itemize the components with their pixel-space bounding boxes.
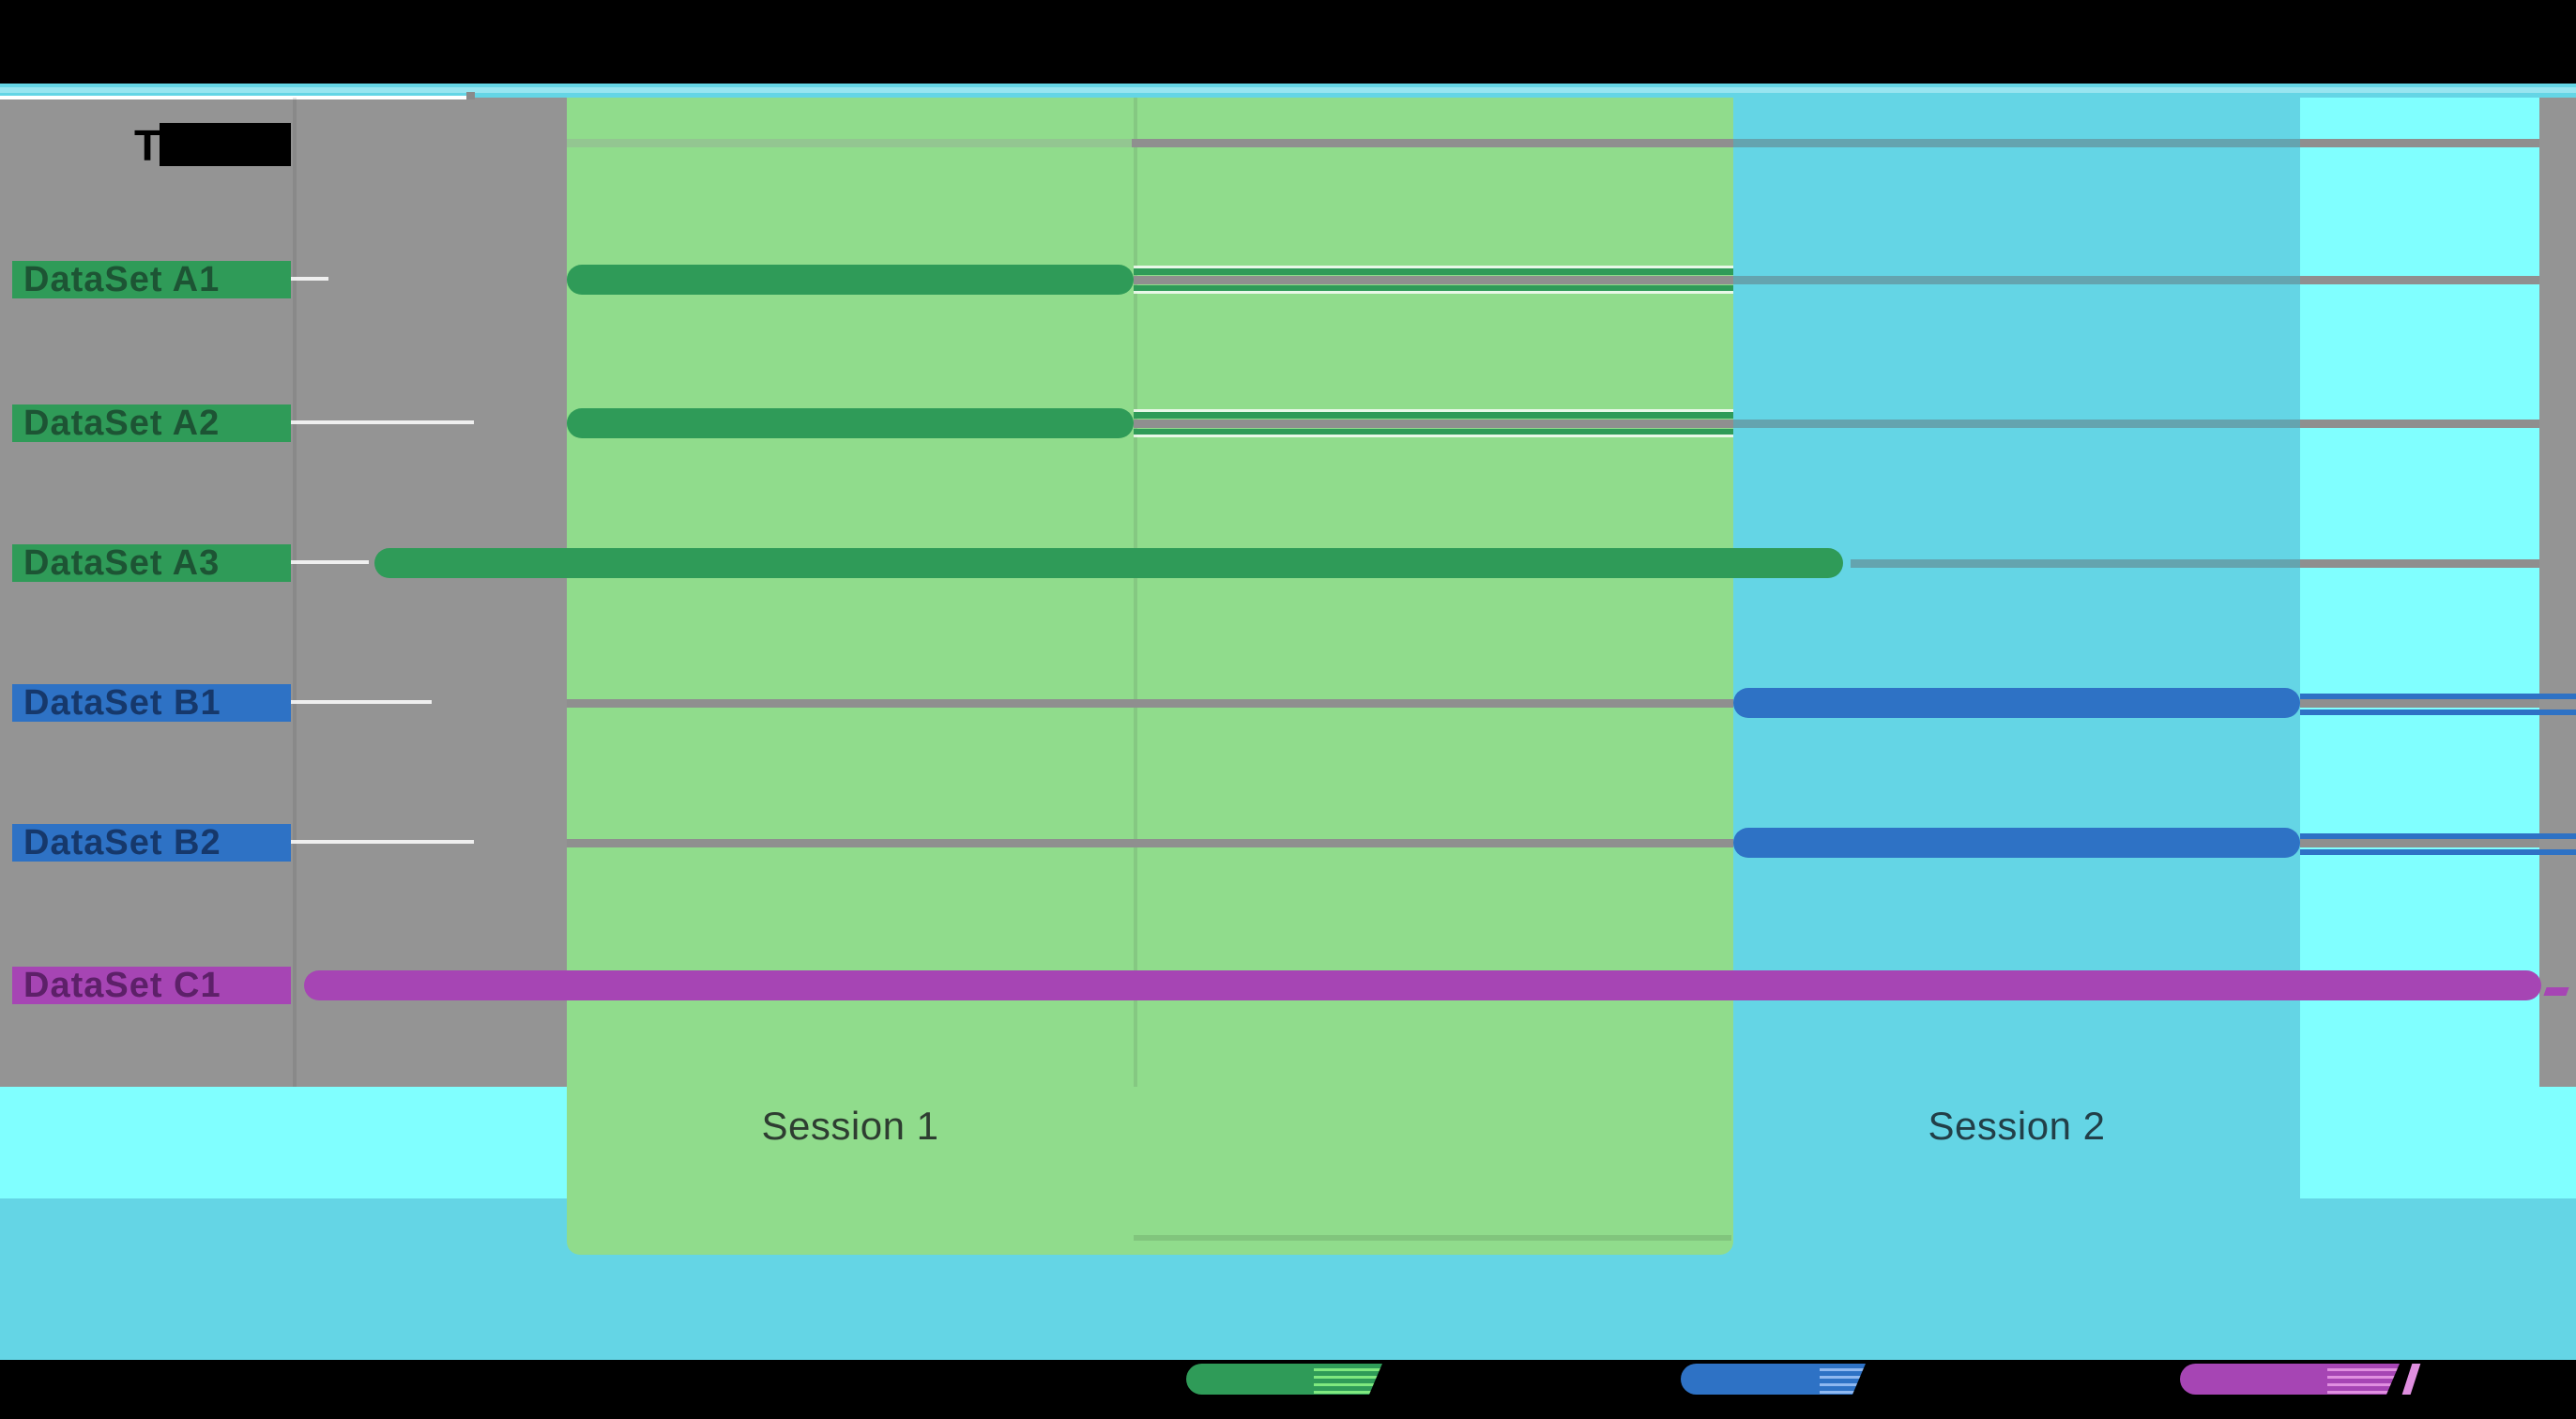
gantt-bar-dataset-a3[interactable] [374, 548, 1843, 578]
legend-marker-pill-2[interactable] [1681, 1364, 1820, 1395]
top-cyan-strip-highlight [0, 87, 2576, 93]
strip-white-underline [0, 96, 466, 99]
row-gridline [1733, 276, 2300, 284]
legend-slash-artifact-3 [2401, 1364, 2421, 1395]
label-streak-artifact [188, 840, 474, 844]
whisker-hairline [1134, 409, 1733, 412]
whisker-line-top [1134, 268, 1733, 275]
row-label-text: DataSet A3 [23, 544, 221, 582]
row-gridline [567, 699, 1733, 708]
row-gridline [2300, 276, 2539, 284]
gantt-bar-dataset-a2[interactable] [567, 408, 1134, 438]
y-axis-title-redaction-box [160, 123, 291, 166]
row-gridline [567, 139, 1132, 147]
row-gridline [2300, 139, 2539, 147]
top-black-band [0, 0, 2576, 84]
row-gridline [1851, 559, 2300, 568]
whisker-gridline [1134, 420, 1733, 428]
whisker-line-bottom [1134, 429, 1733, 435]
legend-marker-pill-1[interactable] [1186, 1364, 1314, 1395]
row-gridline [1733, 139, 2300, 147]
row-label-dataset-a3: DataSet A3 [12, 544, 291, 582]
whisker-line-bottom [2300, 849, 2576, 855]
row-gridline [567, 839, 1733, 847]
vertical-gridline [293, 98, 297, 1087]
vertical-gridline [1134, 98, 1137, 1087]
row-label-text: DataSet B1 [23, 684, 221, 722]
band-artifact-line [1134, 1235, 1731, 1241]
whisker-line-top [2300, 833, 2576, 839]
whisker-gridline [2300, 699, 2539, 708]
row-label-text: DataSet A2 [23, 404, 221, 442]
whisker-gridline [2300, 839, 2539, 847]
session-2-label: Session 2 [1928, 1104, 2106, 1148]
row-label-text: DataSet A1 [23, 261, 221, 298]
whisker-line-bottom [2300, 710, 2576, 715]
row-gridline [1132, 139, 1733, 147]
whisker-line-top [2300, 694, 2576, 699]
row-gridline [2300, 420, 2539, 428]
whisker-hairline [1134, 266, 1733, 268]
row-label-dataset-b1: DataSet B1 [12, 684, 291, 722]
row-label-dataset-c1: DataSet C1 [12, 967, 291, 1004]
row-label-text: DataSet C1 [23, 967, 221, 1004]
gantt-bar-dataset-c1[interactable] [304, 970, 2541, 1000]
label-streak-artifact [188, 700, 432, 704]
whisker-line-top [1134, 412, 1733, 419]
legend-marker-stripes-1 [1314, 1364, 1382, 1395]
row-label-dataset-a1: DataSet A1 [12, 261, 291, 298]
whisker-hairline [1134, 291, 1733, 294]
label-streak-artifact [188, 420, 474, 424]
row-label-dataset-a2: DataSet A2 [12, 404, 291, 442]
row-gridline [2300, 559, 2539, 568]
gantt-bar-dataset-b2[interactable] [1733, 828, 2300, 858]
legend-marker-stripes-3 [2327, 1364, 2400, 1395]
legend-marker-pill-3[interactable] [2180, 1364, 2327, 1395]
bar-tail-artifact [2543, 987, 2569, 996]
strip-gray-tick [466, 92, 475, 99]
row-label-text: DataSet B2 [23, 824, 221, 862]
gantt-bar-dataset-b1[interactable] [1733, 688, 2300, 718]
whisker-gridline [1134, 276, 1733, 284]
whisker-line-bottom [1134, 285, 1733, 291]
y-axis-title-partial: T [134, 121, 161, 170]
legend-marker-stripes-2 [1820, 1364, 1866, 1395]
session-band-2 [1733, 98, 2300, 1255]
whisker-hairline [1134, 435, 1733, 437]
row-label-dataset-b2: DataSet B2 [12, 824, 291, 862]
legend-band [0, 1360, 2576, 1419]
gantt-bar-dataset-a1[interactable] [567, 265, 1134, 295]
row-gridline [1733, 420, 2300, 428]
session-1-label: Session 1 [761, 1104, 939, 1148]
